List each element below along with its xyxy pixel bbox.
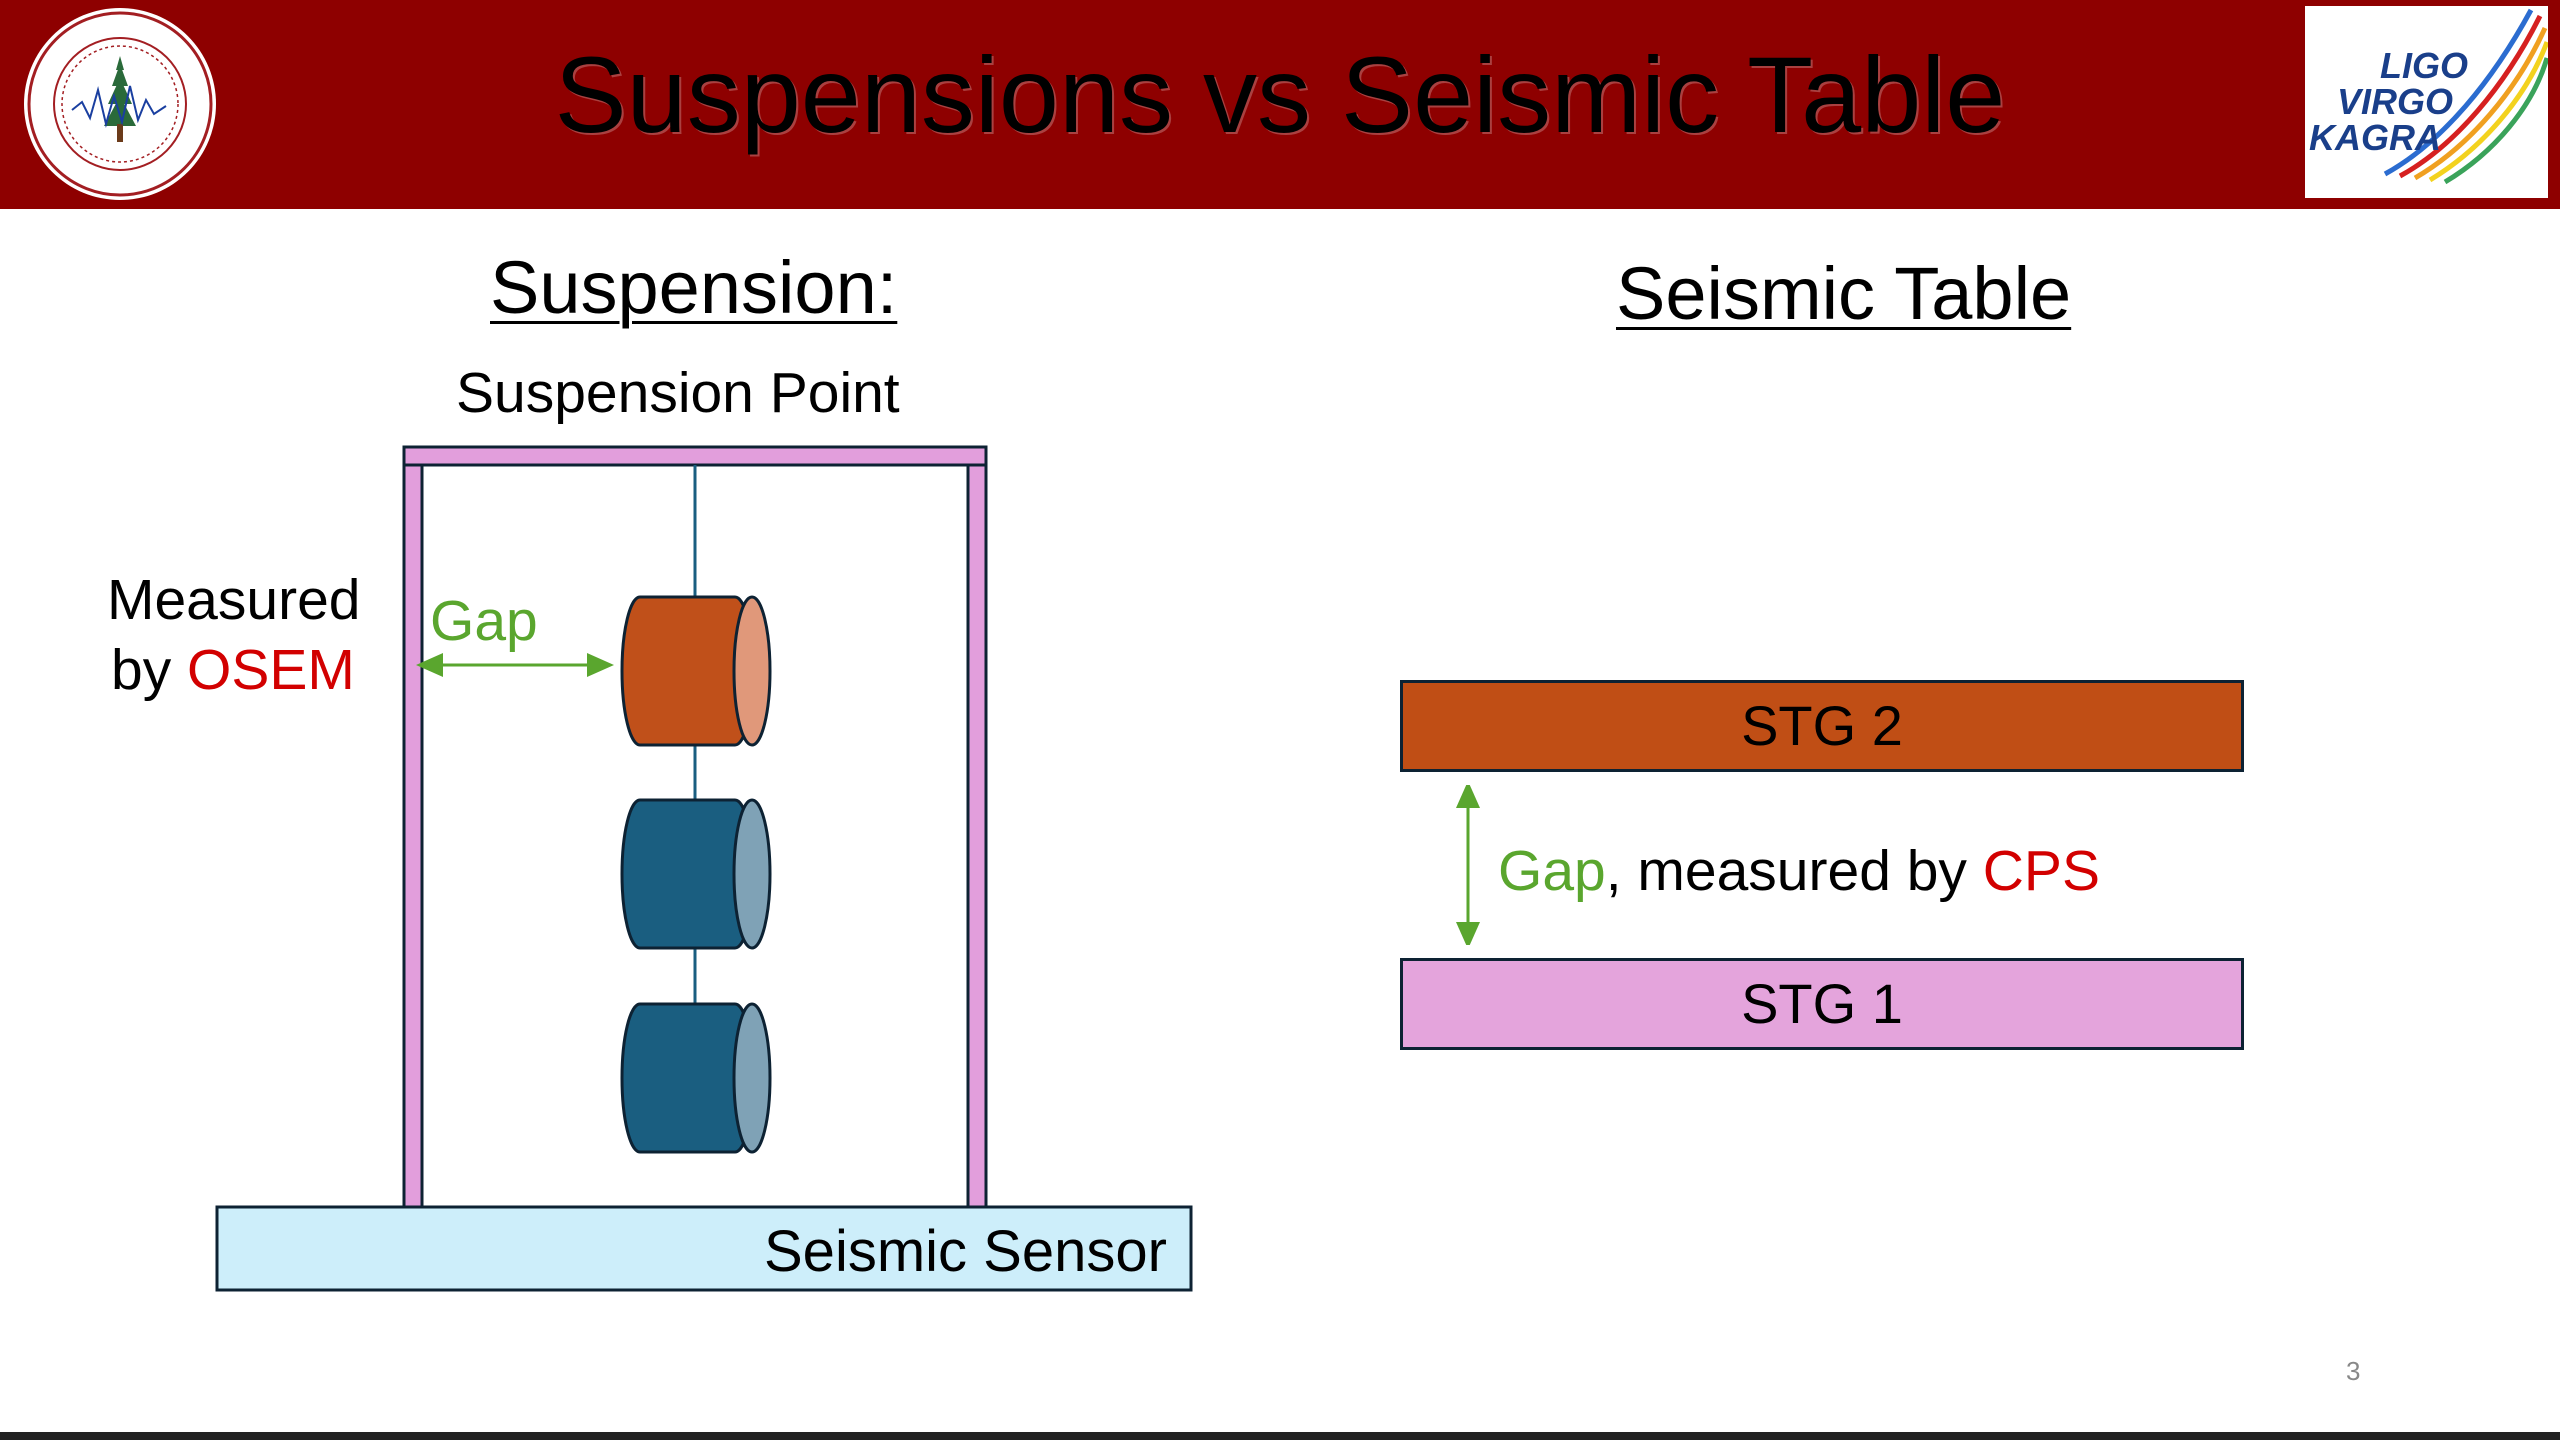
seismic-sensor-label: Seismic Sensor <box>764 1219 1167 1284</box>
bottom-mass <box>620 1002 772 1154</box>
suspension-gap-label: Gap <box>430 589 538 653</box>
seismic-table-heading: Seismic Table <box>1616 252 2072 335</box>
stg2-label: STG 2 <box>1741 694 1903 757</box>
slide-title: Suspensions vs Seismic Table <box>554 34 2006 155</box>
bottom-bar <box>0 1432 2560 1440</box>
kagra-word: KAGRA <box>2309 117 2441 158</box>
measured-by-text: , measured by <box>1605 839 1983 903</box>
header-bar <box>0 0 2560 209</box>
suspension-point-label: Suspension Point <box>456 361 900 425</box>
ligo-word: LIGO <box>2380 45 2468 86</box>
stg1-label: STG 1 <box>1741 972 1903 1035</box>
top-mass <box>620 595 772 747</box>
by-label: by <box>111 638 172 702</box>
cps-label: CPS <box>1982 839 2100 903</box>
slide-number: 3 <box>2346 1356 2361 1386</box>
seismic-sensor-base <box>215 1205 1193 1292</box>
frame-left-post <box>402 463 424 1209</box>
stanford-ligo-seal <box>24 8 216 200</box>
stg2-block: STG 2 <box>1400 680 2244 772</box>
stg1-block: STG 1 <box>1400 958 2244 1050</box>
suspension-heading: Suspension: <box>490 246 898 329</box>
frame-top-bar <box>402 445 988 467</box>
table-gap-arrow <box>1456 785 1480 945</box>
table-gap-label: Gap <box>1498 839 1606 903</box>
ligo-virgo-kagra-logo: LIGO VIRGO KAGRA <box>2305 6 2548 198</box>
middle-mass <box>620 798 772 950</box>
measured-label: Measured <box>107 568 361 632</box>
table-gap-caption: Gap, measured by CPS <box>1498 838 2100 904</box>
osem-label: OSEM <box>187 638 355 702</box>
by-osem-line: by OSEM <box>111 637 355 703</box>
frame-right-post <box>966 463 988 1209</box>
virgo-word: VIRGO <box>2337 81 2454 122</box>
